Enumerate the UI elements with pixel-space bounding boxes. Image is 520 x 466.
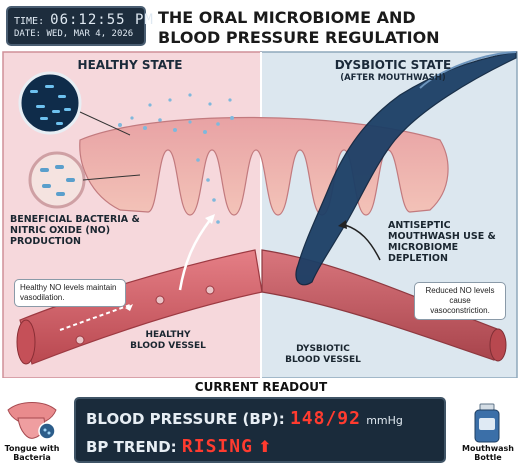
- clock-widget: TIME: 06:12:55 PM DATE: WED, MAR 4, 2026: [6, 6, 153, 46]
- mouthwash-caption: Mouthwash Bottle: [462, 444, 514, 462]
- healthy-vessel-label: HEALTHY BLOOD VESSEL: [118, 330, 218, 352]
- bacteria-closeup-1: [18, 71, 82, 135]
- antiseptic-mouthwash-label: ANTISEPTIC MOUTHWASH USE & MICROBIOME DE…: [388, 220, 496, 264]
- time-value: 06:12:55 PM: [50, 12, 154, 28]
- healthy-vessel-label-2: BLOOD VESSEL: [130, 341, 206, 351]
- date-row: DATE: WED, MAR 4, 2026: [14, 29, 133, 39]
- beneficial-bacteria-label: BENEFICIAL BACTERIA & NITRIC OXIDE (NO) …: [10, 214, 140, 247]
- trend-value: RISING: [181, 436, 253, 457]
- dysbiotic-title: DYSBIOTIC STATE: [334, 58, 452, 72]
- date-value: WED, MAR 4, 2026: [46, 29, 134, 39]
- bp-label: BLOOD PRESSURE (BP):: [86, 410, 285, 428]
- date-label: DATE:: [14, 29, 42, 39]
- healthy-note: Healthy NO levels maintain vasodilation.: [14, 279, 126, 307]
- dysbiotic-state-header: DYSBIOTIC STATE (AFTER MOUTHWASH): [318, 58, 468, 83]
- trend-row: BP TREND: RISING ⬆: [86, 436, 272, 457]
- title-line-2: BLOOD PRESSURE REGULATION: [158, 28, 440, 47]
- bp-value: 148/92: [289, 408, 361, 429]
- mouthwash-bottle-icon: [474, 403, 500, 443]
- dysbiotic-vessel: [261, 249, 501, 361]
- current-readout-title: CURRENT READOUT: [194, 380, 328, 394]
- page-title: THE ORAL MICROBIOME AND BLOOD PRESSURE R…: [158, 8, 518, 48]
- dysbiotic-vessel-label: DYSBIOTIC BLOOD VESSEL: [268, 344, 378, 366]
- healthy-vessel-label-1: HEALTHY: [145, 330, 191, 340]
- bp-row: BLOOD PRESSURE (BP): 148/92 mmHg: [86, 408, 403, 429]
- time-label: TIME:: [14, 16, 45, 27]
- dysbiotic-subtitle: (AFTER MOUTHWASH): [340, 73, 446, 83]
- mouthwash-stream: [295, 51, 517, 286]
- bacteria-closeup-2: [28, 151, 86, 209]
- dysbiotic-vessel-label-1: DYSBIOTIC: [296, 344, 350, 354]
- readout-panel: BLOOD PRESSURE (BP): 148/92 mmHg BP TREN…: [74, 397, 446, 463]
- trend-label: BP TREND:: [86, 438, 177, 456]
- bp-unit: mmHg: [366, 414, 403, 427]
- time-row: TIME: 06:12:55 PM: [14, 12, 154, 28]
- tongue-icon: [7, 402, 57, 440]
- bacteria-dots: [118, 93, 234, 224]
- healthy-state-header: HEALTHY STATE: [77, 58, 183, 72]
- trend-up-arrow-icon: ⬆: [258, 437, 272, 456]
- reduced-no-note: Reduced NO levels cause vasoconstriction…: [414, 282, 506, 320]
- tongue-caption: Tongue with Bacteria: [4, 444, 60, 462]
- title-line-1: THE ORAL MICROBIOME AND: [158, 8, 416, 27]
- dysbiotic-vessel-label-2: BLOOD VESSEL: [285, 355, 361, 365]
